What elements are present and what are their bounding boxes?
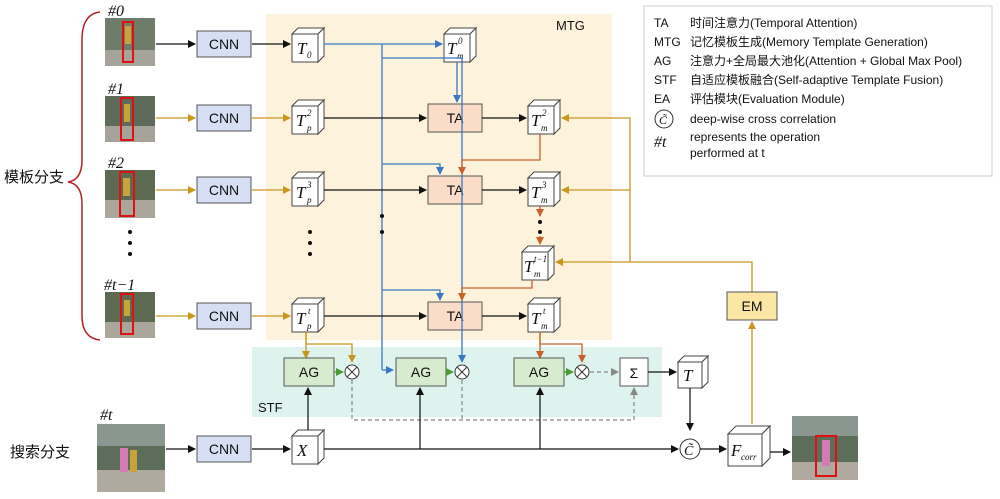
svg-text:AG: AG [654, 54, 671, 68]
cnn-block-0: CNN [197, 31, 251, 57]
cube-Tm3: T 3 m [528, 172, 560, 206]
svg-text:3: 3 [541, 180, 547, 190]
svg-text:STF: STF [654, 73, 677, 87]
cube-X: X [292, 430, 324, 464]
svg-text:0: 0 [307, 50, 312, 60]
svg-text:时间注意力(Temporal Attention): 时间注意力(Temporal Attention) [690, 15, 857, 30]
svg-text:2: 2 [307, 108, 312, 118]
dots-left [128, 230, 132, 256]
svg-text:m: m [457, 51, 464, 61]
svg-text:T: T [296, 111, 307, 130]
frame-tag-2: #2 [108, 155, 124, 172]
template-brace [68, 12, 100, 340]
svg-text:corr: corr [741, 452, 757, 462]
svg-text:评估模块(Evaluation Module): 评估模块(Evaluation Module) [690, 92, 845, 106]
frame-tag-t: #t [100, 407, 113, 424]
svg-text:p: p [306, 195, 312, 205]
svg-text:C̃: C̃ [659, 113, 668, 127]
cnn-block-search: CNN [197, 436, 251, 462]
svg-text:m: m [541, 321, 548, 331]
svg-text:CNN: CNN [209, 308, 239, 324]
svg-text:3: 3 [306, 180, 312, 190]
svg-text:EA: EA [654, 92, 670, 106]
search-image [97, 424, 165, 492]
ag-block-2: AG [396, 358, 446, 386]
svg-text:C̃: C̃ [684, 443, 694, 459]
cube-Tmt: T t m [528, 298, 560, 332]
cnn-block-t-minus-1: CNN [197, 303, 251, 329]
svg-text:0: 0 [458, 36, 463, 46]
sum-block: Σ [620, 358, 648, 386]
frame-tag-0: #0 [108, 3, 124, 20]
svg-text:#t: #t [654, 134, 667, 151]
search-branch-label: 搜索分支 [10, 444, 70, 461]
svg-text:represents the operation: represents the operation [690, 130, 820, 144]
cube-Tp3: T 3 p [292, 172, 324, 206]
svg-text:AG: AG [411, 364, 431, 380]
svg-text:2: 2 [542, 108, 547, 118]
frame-tag-1: #1 [108, 81, 124, 98]
svg-text:AG: AG [529, 364, 549, 380]
template-branch-label: 模板分支 [4, 168, 64, 186]
svg-text:m: m [541, 123, 548, 133]
template-image-1 [105, 96, 155, 142]
svg-text:TA: TA [654, 16, 668, 30]
cube-Tm-t-minus-1: T t−1 m [522, 246, 554, 280]
multiply-3 [575, 365, 589, 379]
svg-text:m: m [534, 269, 541, 279]
svg-text:AG: AG [299, 364, 319, 380]
cube-Tm2: T 2 m [528, 100, 560, 134]
cnn-block-1: CNN [197, 105, 251, 131]
multiply-2 [455, 365, 469, 379]
cube-Tm0: T 0 m [444, 28, 476, 62]
ta-block-t: TA [428, 302, 482, 330]
svg-text:p: p [306, 321, 312, 331]
svg-text:T: T [296, 183, 307, 202]
cube-Fcorr: F corr [728, 426, 770, 466]
cube-Tpt: T t p [292, 298, 324, 332]
svg-text:EM: EM [742, 298, 763, 314]
cross-correlation-node: C̃ [680, 439, 700, 459]
svg-text:m: m [541, 195, 548, 205]
svg-text:CNN: CNN [209, 36, 239, 52]
svg-text:MTG: MTG [654, 35, 681, 49]
svg-text:T: T [296, 309, 307, 328]
cube-Tp2: T 2 p [292, 100, 324, 134]
ta-block-1: TA [428, 104, 482, 132]
svg-text:t−1: t−1 [534, 254, 547, 264]
legend: TA 时间注意力(Temporal Attention) MTG 记忆模板生成(… [644, 6, 992, 176]
multiply-1 [345, 365, 359, 379]
svg-text:X: X [296, 441, 308, 460]
ag-block-1: AG [284, 358, 334, 386]
cube-T: T [678, 356, 708, 388]
svg-text:deep-wise cross correlation: deep-wise cross correlation [690, 112, 836, 126]
svg-text:自适应模板融合(Self-adaptive Template: 自适应模板融合(Self-adaptive Template Fusion) [690, 72, 943, 87]
template-image-2 [105, 170, 155, 218]
svg-text:CNN: CNN [209, 441, 239, 457]
ag-block-3: AG [514, 358, 564, 386]
svg-text:T: T [683, 366, 694, 385]
cnn-block-2: CNN [197, 177, 251, 203]
mtg-label: MTG [556, 18, 585, 33]
cube-T0: T 0 [292, 28, 324, 62]
template-image-t-minus-1 [105, 292, 155, 338]
frame-tag-t-minus-1: #t−1 [104, 277, 135, 294]
svg-text:CNN: CNN [209, 182, 239, 198]
output-image [792, 416, 858, 480]
em-block: EM [727, 292, 777, 320]
template-image-0 [105, 18, 155, 66]
svg-text:记忆模板生成(Memory Template Generat: 记忆模板生成(Memory Template Generation) [690, 35, 928, 49]
stf-label: STF [258, 400, 283, 415]
svg-text:p: p [306, 123, 312, 133]
svg-text:注意力+全局最大池化(Attention + Global: 注意力+全局最大池化(Attention + Global Max Pool) [690, 53, 962, 68]
ta-block-2: TA [428, 176, 482, 204]
svg-text:Σ: Σ [630, 365, 639, 381]
svg-text:performed at t: performed at t [690, 146, 765, 160]
svg-text:CNN: CNN [209, 110, 239, 126]
